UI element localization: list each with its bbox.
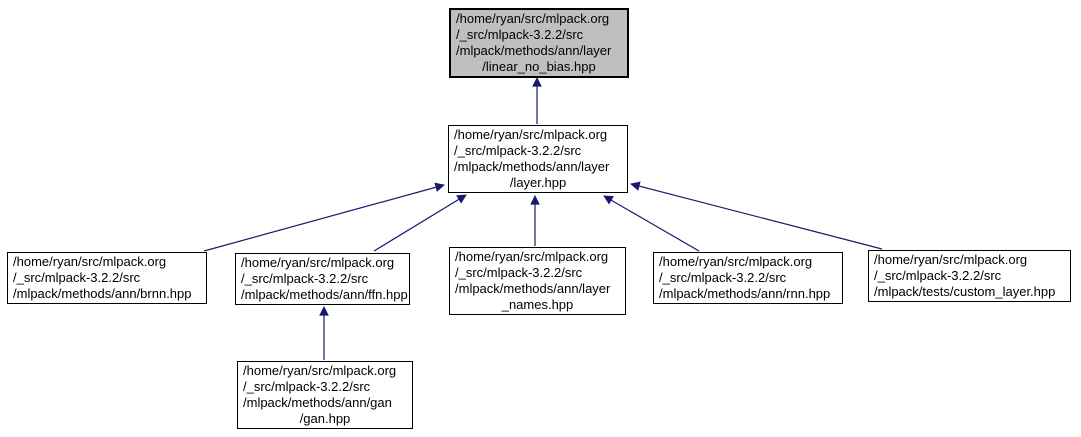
node-text-line: /mlpack/methods/ann/gan [243,395,392,410]
node-text-line: /_src/mlpack-3.2.2/src [659,270,787,285]
node-brnn-hpp[interactable]: /home/ryan/src/mlpack.org /_src/mlpack-3… [7,252,207,304]
edge-brnn-to-layer [203,182,445,252]
node-custom-layer-hpp[interactable]: /home/ryan/src/mlpack.org /_src/mlpack-3… [868,250,1071,302]
node-text-line: /home/ryan/src/mlpack.org [13,254,167,269]
node-text-line: /mlpack/methods/ann/layer [455,281,611,296]
node-text-line: /mlpack/methods/ann/layer [456,43,612,58]
node-layer-hpp[interactable]: /home/ryan/src/mlpack.org /_src/mlpack-3… [448,125,628,193]
node-text-line: /home/ryan/src/mlpack.org [455,249,609,264]
node-text-line: _names.hpp [501,297,574,312]
node-text-line: /home/ryan/src/mlpack.org [241,255,395,270]
edge-ffn-to-layer [373,194,467,252]
node-text-line: /_src/mlpack-3.2.2/src [455,265,583,280]
node-text-line: /_src/mlpack-3.2.2/src [456,27,584,42]
node-text-line: /home/ryan/src/mlpack.org [454,127,608,142]
node-text-line: /mlpack/tests/custom_layer.hpp [874,284,1056,299]
node-gan-hpp[interactable]: /home/ryan/src/mlpack.org /_src/mlpack-3… [237,361,413,429]
node-text-line: /_src/mlpack-3.2.2/src [454,143,582,158]
node-text-line: /linear_no_bias.hpp [482,59,596,74]
node-text-line: /gan.hpp [299,411,351,426]
node-text-line: /_src/mlpack-3.2.2/src [243,379,371,394]
node-layer-names-hpp[interactable]: /home/ryan/src/mlpack.org /_src/mlpack-3… [449,247,626,315]
node-text-line: /_src/mlpack-3.2.2/src [874,268,1002,283]
node-text-line: /home/ryan/src/mlpack.org [874,252,1028,267]
node-ffn-hpp[interactable]: /home/ryan/src/mlpack.org /_src/mlpack-3… [235,253,410,305]
edge-custom-layer-to-layer [630,181,883,250]
node-text-line: /home/ryan/src/mlpack.org [243,363,397,378]
node-text-line: /layer.hpp [509,175,567,190]
node-text-line: /mlpack/methods/ann/brnn.hpp [13,286,192,301]
node-text-line: /mlpack/methods/ann/rnn.hpp [659,286,831,301]
node-rnn-hpp[interactable]: /home/ryan/src/mlpack.org /_src/mlpack-3… [653,252,843,304]
node-text-line: /mlpack/methods/ann/ffn.hpp [241,287,408,302]
node-text-line: /mlpack/methods/ann/layer [454,159,610,174]
edge-rnn-to-layer [603,195,700,252]
node-linear-no-bias-hpp[interactable]: /home/ryan/src/mlpack.org /_src/mlpack-3… [449,8,629,78]
node-text-line: /home/ryan/src/mlpack.org [659,254,813,269]
node-text-line: /home/ryan/src/mlpack.org [456,11,610,26]
node-text-line: /_src/mlpack-3.2.2/src [13,270,141,285]
node-text-line: /_src/mlpack-3.2.2/src [241,271,369,286]
